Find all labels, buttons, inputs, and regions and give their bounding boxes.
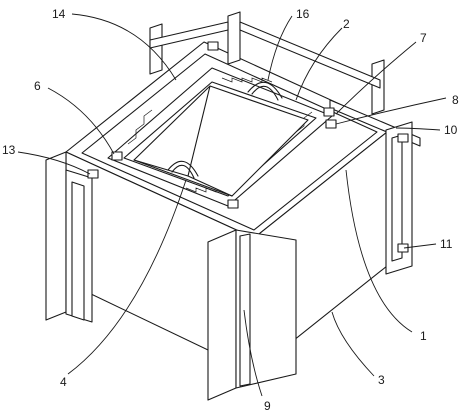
left-post bbox=[149, 23, 163, 75]
leader-13 bbox=[17, 151, 91, 175]
corner-clamps bbox=[87, 41, 337, 209]
handle-top-inner bbox=[251, 85, 279, 101]
back-post bbox=[227, 11, 241, 65]
handle-top bbox=[247, 81, 283, 99]
right-side-panel bbox=[385, 121, 413, 275]
teeth-left bbox=[127, 109, 153, 145]
left-panel-strip bbox=[71, 181, 85, 321]
clamp-right-1 bbox=[323, 107, 335, 117]
leader-1 bbox=[345, 169, 413, 333]
label-11: 11 bbox=[440, 237, 453, 251]
funnel-edge-2 bbox=[133, 159, 233, 197]
label-4: 4 bbox=[60, 375, 67, 389]
front-panel bbox=[207, 229, 297, 401]
leader-lines bbox=[17, 13, 447, 397]
handle-front-inner bbox=[171, 164, 195, 179]
leader-3 bbox=[331, 311, 375, 377]
front-panel-left bbox=[207, 229, 237, 401]
funnel-body bbox=[133, 85, 309, 197]
label-6: 6 bbox=[34, 79, 41, 93]
funnel bbox=[133, 85, 309, 197]
leader-6 bbox=[47, 87, 115, 155]
rail-back-left bbox=[149, 21, 229, 49]
clamp-right-2 bbox=[325, 119, 337, 129]
clamp-front bbox=[227, 199, 239, 209]
clamp-left-front-2 bbox=[87, 169, 99, 179]
leader-7 bbox=[335, 41, 417, 115]
funnel-edge-1 bbox=[187, 85, 211, 177]
front-panel-strip bbox=[239, 233, 251, 387]
right-panel-edge bbox=[391, 134, 403, 262]
front-panel-right bbox=[235, 229, 297, 389]
leader-9 bbox=[243, 309, 263, 397]
label-14: 14 bbox=[52, 7, 66, 21]
left-panel-front bbox=[45, 151, 67, 321]
label-3: 3 bbox=[378, 373, 385, 387]
right-panel-tab-top bbox=[397, 133, 409, 143]
clamp-back bbox=[207, 41, 219, 51]
leader-14 bbox=[71, 13, 177, 81]
label-9: 9 bbox=[264, 399, 271, 412]
label-8: 8 bbox=[452, 93, 459, 107]
labels: 14 16 2 7 6 8 10 13 11 1 4 3 9 bbox=[2, 7, 459, 412]
inner-frame-inner bbox=[123, 81, 317, 197]
leader-16 bbox=[267, 15, 293, 81]
label-16: 16 bbox=[296, 7, 310, 21]
label-2: 2 bbox=[343, 17, 350, 31]
rail-back-right bbox=[239, 21, 381, 89]
label-7: 7 bbox=[420, 31, 427, 45]
leader-11 bbox=[403, 243, 437, 249]
right-panel-tab-bottom bbox=[397, 243, 409, 253]
label-13: 13 bbox=[2, 143, 16, 157]
clamp-left-front bbox=[111, 151, 123, 161]
left-side-panel bbox=[45, 151, 93, 323]
label-10: 10 bbox=[444, 123, 458, 137]
leader-4 bbox=[67, 179, 187, 375]
teeth-top bbox=[221, 77, 273, 83]
top-rim-inner bbox=[81, 53, 378, 231]
leader-8 bbox=[335, 97, 447, 125]
leader-10 bbox=[395, 127, 441, 131]
leader-2 bbox=[295, 27, 343, 101]
label-1: 1 bbox=[420, 329, 427, 343]
handle-front bbox=[167, 160, 199, 177]
handles bbox=[167, 81, 283, 179]
